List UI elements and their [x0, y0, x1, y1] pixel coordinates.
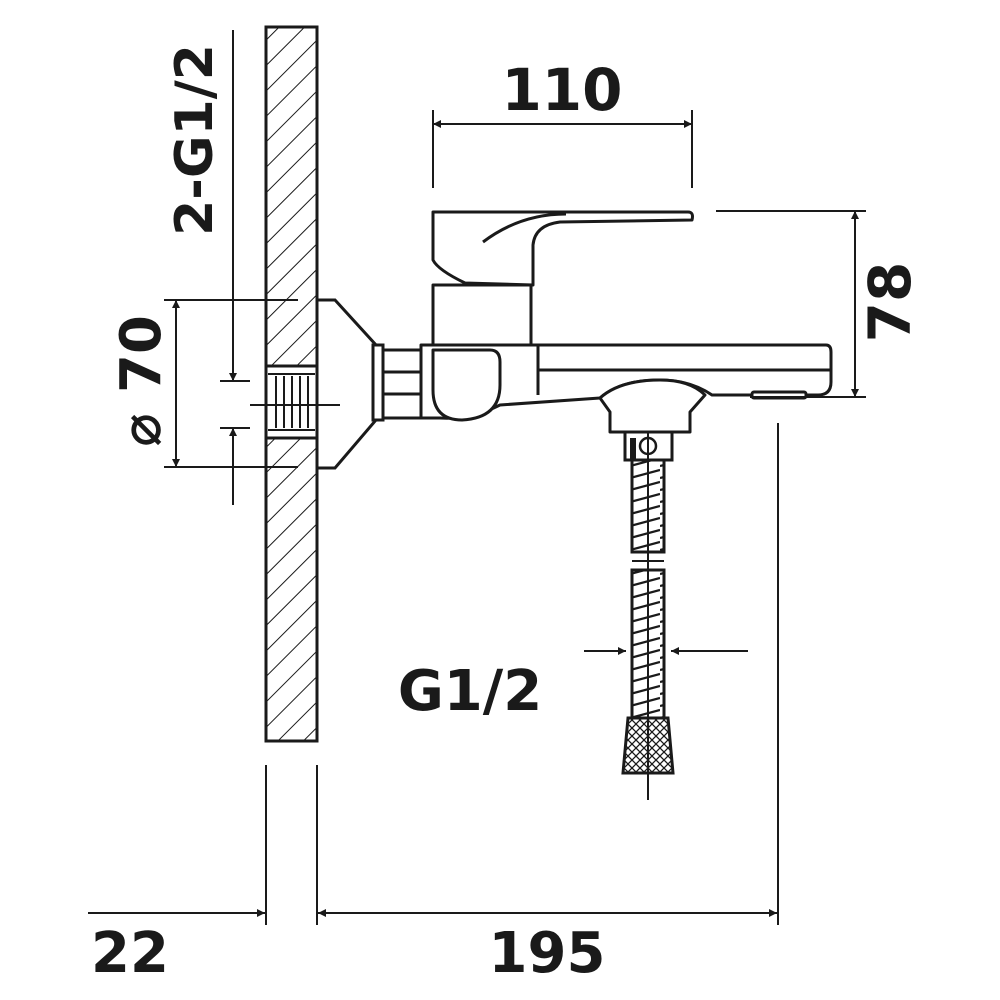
dim-110-label: 110: [501, 56, 622, 124]
wall-section: [264, 25, 319, 743]
insert-thread-lines: [268, 373, 315, 431]
dim-78-label: 78: [856, 262, 924, 343]
mixer-body: [419, 210, 833, 434]
lever-handle: [431, 210, 694, 287]
dim-70-label: 70: [109, 315, 174, 393]
shower-outlet-block: [598, 378, 707, 434]
dim-22-label: 22: [91, 921, 169, 986]
dimension-arrows: [88, 120, 859, 917]
cartridge-housing: [431, 283, 533, 347]
wall-flange: [315, 298, 423, 470]
eccentric-connector: [381, 348, 423, 420]
dim-thread-label: 2-G1/2: [165, 44, 225, 236]
dim-diameter-symbol: ⌀: [109, 413, 174, 447]
dim-g12-label: G1/2: [398, 659, 542, 724]
dim-195-label: 195: [489, 921, 606, 986]
